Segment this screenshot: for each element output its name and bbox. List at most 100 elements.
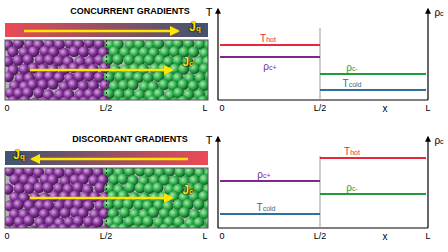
axis-label: Thot bbox=[344, 146, 360, 157]
particles bbox=[5, 168, 208, 228]
particle bbox=[44, 54, 55, 65]
axis-label: 0 bbox=[219, 104, 224, 114]
particle bbox=[58, 224, 69, 228]
particle bbox=[48, 96, 59, 100]
x-axis bbox=[218, 99, 428, 100]
particle bbox=[112, 54, 123, 65]
profile-line bbox=[220, 56, 320, 58]
particle bbox=[33, 87, 44, 98]
particle-box-border bbox=[5, 40, 208, 100]
t-axis bbox=[217, 9, 218, 100]
flux-label: Jc bbox=[182, 56, 193, 69]
axis-label: L/2 bbox=[314, 104, 327, 114]
particle bbox=[188, 224, 199, 228]
particle bbox=[17, 224, 28, 228]
flux-label: Jc bbox=[182, 184, 193, 197]
profile-line bbox=[220, 44, 320, 46]
heat-flux-arrow bbox=[32, 158, 188, 161]
panel bbox=[2, 9, 428, 109]
axis-label: ρc- bbox=[346, 62, 358, 73]
particle bbox=[178, 96, 189, 100]
particle bbox=[69, 96, 80, 100]
rho-axis bbox=[427, 137, 428, 228]
particles bbox=[5, 40, 208, 100]
particle bbox=[69, 224, 80, 228]
particle bbox=[88, 96, 99, 100]
particle-box bbox=[5, 168, 208, 228]
particle bbox=[19, 96, 30, 100]
axis-label: ρc bbox=[434, 7, 443, 18]
axis-label: L bbox=[202, 232, 207, 242]
axis-label: ρc- bbox=[346, 182, 358, 193]
particle bbox=[78, 46, 89, 57]
heat-flux-arrow bbox=[24, 30, 178, 33]
particle-flux-arrow bbox=[30, 69, 172, 72]
axis-label: ρc+ bbox=[257, 169, 270, 180]
particle bbox=[79, 96, 90, 100]
x-axis bbox=[218, 227, 428, 228]
axis-label: T bbox=[206, 134, 213, 146]
flux-label: Jq bbox=[189, 21, 201, 34]
axis-label: L bbox=[202, 104, 207, 114]
half-marker bbox=[320, 156, 321, 228]
particle bbox=[188, 46, 199, 57]
particle bbox=[59, 97, 70, 100]
profile-line bbox=[320, 193, 426, 195]
axis-label: L/2 bbox=[314, 232, 327, 242]
axis-label: T bbox=[206, 6, 213, 18]
temperature-bar bbox=[5, 151, 208, 165]
particle-box: Jc bbox=[5, 168, 208, 228]
panel bbox=[2, 137, 428, 237]
axis-label: 0 bbox=[219, 232, 224, 242]
axis-label: Tcold bbox=[343, 78, 362, 89]
particle-flux-arrow bbox=[30, 197, 172, 200]
particle bbox=[158, 95, 169, 100]
particle bbox=[129, 96, 140, 100]
profile-line bbox=[220, 180, 320, 182]
particle bbox=[47, 79, 58, 90]
panel-title: DISCORDANT GRADIENTS bbox=[72, 135, 188, 145]
particle bbox=[8, 96, 19, 100]
profile-line bbox=[320, 89, 426, 91]
particle bbox=[99, 96, 110, 100]
axis-label: Tcold bbox=[257, 202, 276, 213]
axis-label: L bbox=[425, 232, 430, 242]
particle bbox=[24, 183, 35, 194]
heat-bar: Jq bbox=[5, 23, 208, 37]
rho-axis bbox=[427, 9, 428, 100]
profile-line bbox=[320, 73, 426, 75]
particle bbox=[68, 79, 79, 90]
panel-title: CONCURRENT GRADIENTS bbox=[70, 7, 190, 17]
axis-label: 0 bbox=[4, 104, 9, 114]
axis-label: Thot bbox=[260, 33, 276, 44]
axis-label: L bbox=[425, 104, 430, 114]
axis-label: L/2 bbox=[100, 104, 113, 114]
particle bbox=[37, 224, 48, 228]
axis-label: x bbox=[383, 231, 388, 242]
flux-label: Jq bbox=[13, 149, 25, 162]
profile-line bbox=[220, 213, 320, 215]
profile-line bbox=[320, 157, 426, 159]
heat-bar: Jq bbox=[5, 151, 208, 165]
particle-box-border bbox=[5, 168, 208, 228]
axis-label: 0 bbox=[4, 232, 9, 242]
particle bbox=[179, 207, 190, 218]
t-axis bbox=[217, 137, 218, 228]
particle bbox=[13, 199, 24, 210]
axis-label: x bbox=[383, 103, 388, 114]
axis-label: L/2 bbox=[100, 232, 113, 242]
particle bbox=[193, 199, 204, 210]
particle bbox=[118, 223, 129, 228]
particle bbox=[68, 46, 79, 57]
axis-label: ρc+ bbox=[263, 61, 276, 72]
particle-box bbox=[5, 40, 208, 100]
temperature-bar bbox=[5, 23, 208, 37]
axis-label: ρc bbox=[434, 135, 443, 146]
particle bbox=[147, 96, 158, 100]
particle bbox=[198, 96, 208, 100]
particle bbox=[138, 225, 149, 228]
particle-box: Jc bbox=[5, 40, 208, 100]
